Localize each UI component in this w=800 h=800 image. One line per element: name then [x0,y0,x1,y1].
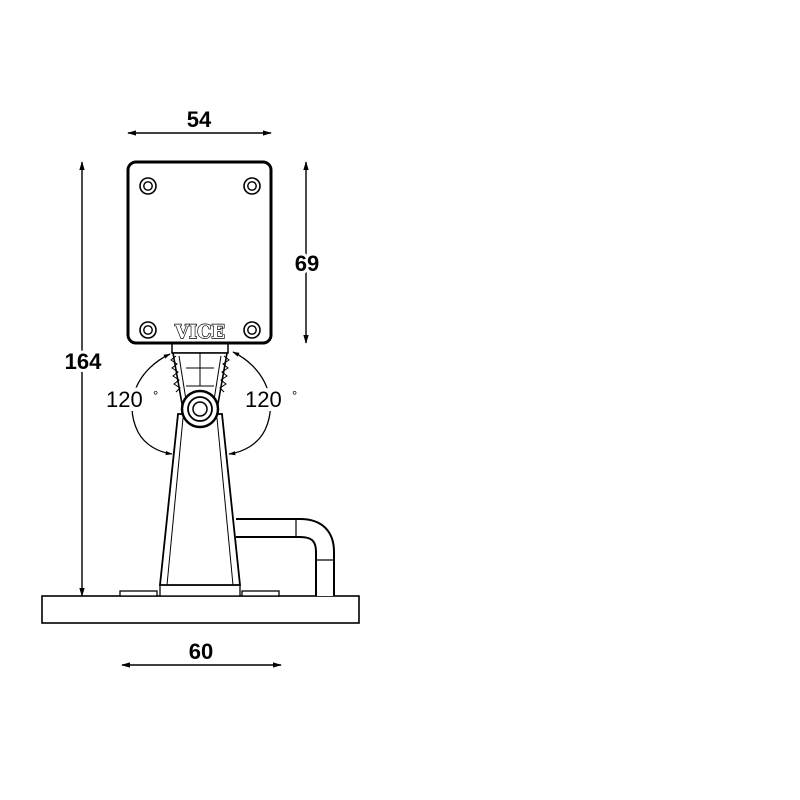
dimension-plate-height-label: 69 [295,251,319,276]
cable [236,518,335,596]
dimension-base-width-label: 60 [189,639,213,664]
brand-logo: VICE [174,321,225,343]
dimension-plate-height: 69 [292,161,322,344]
screw-top-left [139,177,157,195]
adjustment-knob [180,389,220,429]
angle-right-value: 120 [245,387,282,412]
swivel-joint [170,342,230,405]
pillar [159,413,241,586]
screw-top-right [243,177,261,195]
dimension-total-height-label: 164 [65,349,102,374]
dimension-plate-width-label: 54 [187,107,212,132]
angle-left-unit: ° [153,388,158,403]
mounting-plate: VICE [126,160,273,345]
screw-bottom-right [243,321,261,339]
dimension-total-height: 164 [62,161,105,597]
angle-left-value: 120 [106,387,143,412]
angle-left: 120 ° [102,353,173,456]
screw-bottom-left [139,321,157,339]
base-plate [41,584,360,624]
angle-right: 120 ° [228,351,299,456]
angle-right-unit: ° [292,388,297,403]
dimension-plate-width: 54 [127,107,272,136]
dimension-base-width: 60 [121,639,282,668]
